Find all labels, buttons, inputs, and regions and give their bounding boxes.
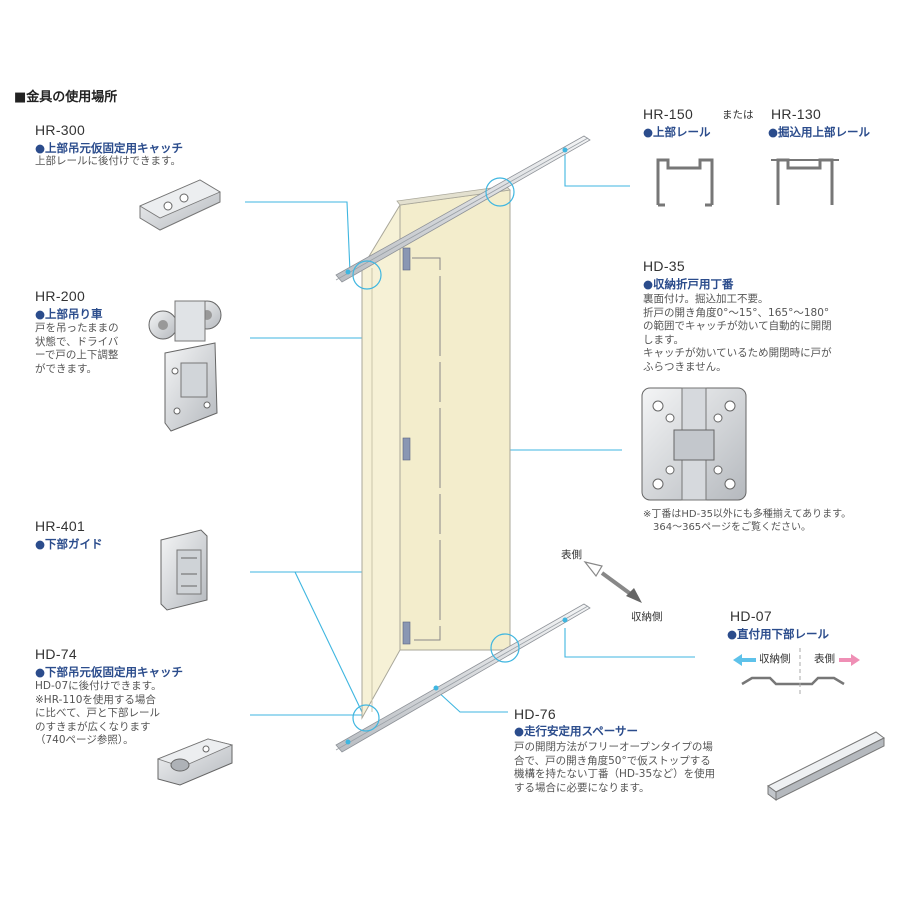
hr300-catch-icon bbox=[139, 179, 221, 231]
hd74-catch-icon bbox=[156, 738, 234, 786]
hd76-desc: 戸の開閉方法がフリーオープンタイプの場 合で、戸の開き角度50°で仮ストップする… bbox=[514, 741, 716, 794]
hd74-name: ●下部吊元仮固定用キャッチ bbox=[35, 665, 184, 679]
hd76-code: HD-76 bbox=[514, 706, 556, 722]
hd76-spacer-icon bbox=[767, 731, 885, 801]
hd35-note: ※丁番はHD-35以外にも多種揃えてあります。 364～365ページをご覧くださ… bbox=[643, 509, 852, 533]
direction-arrows bbox=[583, 561, 642, 603]
hd76-name: ●走行安定用スペーサー bbox=[514, 724, 638, 738]
hr300-code: HR-300 bbox=[35, 122, 86, 138]
hd07-code: HD-07 bbox=[730, 608, 772, 624]
hr150-name: ●上部レール bbox=[643, 125, 711, 139]
hr200-name: ●上部吊り車 bbox=[35, 307, 103, 321]
hr401-code: HR-401 bbox=[35, 518, 86, 534]
hd35-desc: 裏面付け。掘込加工不要。 折戸の開き角度0°～15°、165°～180° の範囲… bbox=[643, 293, 832, 373]
hr150-rail-profile-icon bbox=[656, 158, 714, 207]
upper-rail bbox=[335, 135, 591, 283]
door-panels bbox=[361, 185, 511, 720]
hd35-hinge-icon bbox=[641, 387, 747, 501]
callout-circles bbox=[352, 177, 520, 732]
hr150-code: HR-150 bbox=[643, 106, 694, 122]
hd07-left-label: 収納側 bbox=[759, 653, 791, 665]
hr130-name: ●掘込用上部レール bbox=[768, 125, 871, 139]
hr130-code: HR-130 bbox=[771, 106, 822, 122]
direction-storage-label: 収納側 bbox=[631, 611, 663, 623]
hr300-desc: 上部レールに後付けできます。 bbox=[35, 155, 181, 167]
lower-rail bbox=[335, 603, 591, 753]
hr300-name: ●上部吊元仮固定用キャッチ bbox=[35, 141, 184, 155]
direction-front-label: 表側 bbox=[561, 549, 582, 561]
hr200-roller-icon bbox=[148, 300, 222, 432]
hd07-name: ●直付用下部レール bbox=[727, 627, 830, 641]
hd74-code: HD-74 bbox=[35, 646, 77, 662]
hd35-code: HD-35 bbox=[643, 258, 685, 274]
hr130-rail-profile-icon bbox=[771, 158, 839, 205]
hd07-rail-profile-icon bbox=[741, 676, 845, 686]
hr200-desc: 戸を吊ったままの 状態で、ドライバ ーで戸の上下調整 ができます。 bbox=[35, 322, 119, 375]
hr200-code: HR-200 bbox=[35, 288, 86, 304]
hd74-desc: HD-07に後付けできます。 ※HR-110を使用する場合 に比べて、戸と下部レ… bbox=[35, 680, 162, 746]
hd07-right-label: 表側 bbox=[814, 653, 835, 665]
hd07-arrows bbox=[733, 654, 860, 666]
hd35-name: ●収納折戸用丁番 bbox=[643, 277, 734, 291]
hr401-guide-icon bbox=[160, 529, 208, 611]
section-title: ■金具の使用場所 bbox=[14, 90, 118, 105]
hr401-name: ●下部ガイド bbox=[35, 537, 103, 551]
or-text: または bbox=[722, 109, 754, 121]
